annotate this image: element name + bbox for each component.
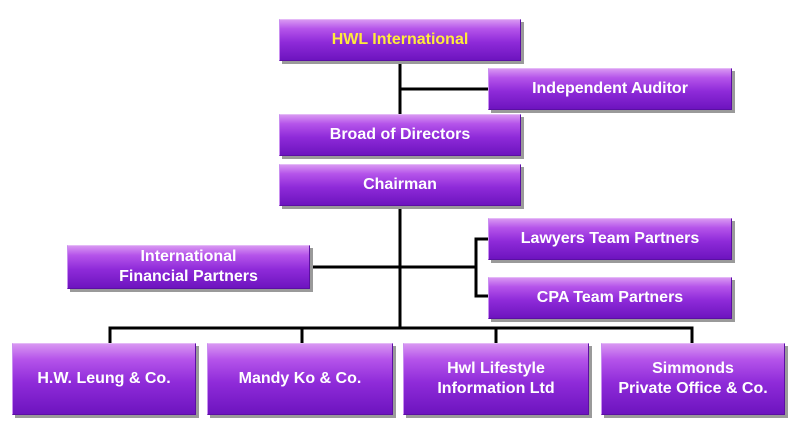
node-label: Lawyers Team Partners (520, 230, 700, 247)
node-label: HWL International (331, 31, 469, 48)
node-simmonds: Simmonds Private Office & Co. (601, 343, 785, 415)
node-label: Mandy Ko & Co. (238, 370, 362, 387)
node-label: Hwl Lifestyle Information Ltd (437, 360, 555, 397)
node-mandy-ko: Mandy Ko & Co. (207, 343, 393, 415)
node-label: Chairman (363, 176, 437, 193)
node-independent-auditor: Independent Auditor (488, 68, 732, 110)
node-cpa-team-partners: CPA Team Partners (488, 277, 732, 319)
node-label: H.W. Leung & Co. (37, 370, 171, 387)
node-lawyers-team-partners: Lawyers Team Partners (488, 218, 732, 260)
node-label: CPA Team Partners (536, 289, 684, 306)
node-hwl-international: HWL International (279, 19, 521, 61)
node-board-of-directors: Broad of Directors (279, 114, 521, 156)
node-chairman: Chairman (279, 164, 521, 206)
node-hw-leung: H.W. Leung & Co. (12, 343, 196, 415)
node-label: Independent Auditor (532, 80, 688, 97)
node-label: Broad of Directors (329, 126, 471, 143)
node-hwl-lifestyle: Hwl Lifestyle Information Ltd (403, 343, 589, 415)
node-label: Simmonds Private Office & Co. (618, 360, 768, 397)
node-label: International Financial Partners (119, 248, 258, 285)
node-international-financial-partners: International Financial Partners (67, 245, 310, 289)
